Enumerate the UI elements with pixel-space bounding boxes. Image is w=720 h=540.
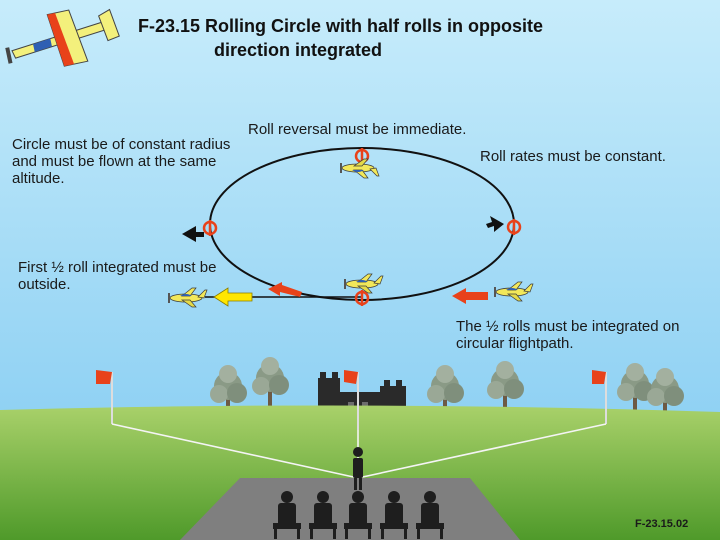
aerobatic-plane-icon — [5, 8, 120, 67]
sky-background — [0, 0, 720, 420]
note-half-rolls-integrated: The ½ rolls must be integrated on circul… — [456, 318, 680, 352]
direction-arrow-icon — [182, 216, 504, 242]
red-arrow-right — [452, 288, 488, 304]
footer-code: F-23.15.02 — [635, 518, 689, 530]
note-constant-radius: Circle must be of constant radius and mu… — [12, 136, 231, 187]
title-line-1: F-23.15 Rolling Circle with half rolls i… — [138, 16, 544, 36]
pilot-icon — [353, 447, 363, 490]
page-title: F-23.15 Rolling Circle with half rolls i… — [138, 14, 618, 62]
note-first-half-roll: First ½ roll integrated must be outside. — [18, 259, 217, 293]
yellow-arrow — [213, 287, 253, 307]
note-roll-rates: Roll rates must be constant. — [480, 148, 666, 165]
red-arrow — [268, 282, 302, 297]
flag-icon — [96, 370, 607, 430]
note-roll-reversal: Roll reversal must be immediate. — [248, 121, 467, 138]
title-line-2: direction integrated — [214, 40, 383, 60]
